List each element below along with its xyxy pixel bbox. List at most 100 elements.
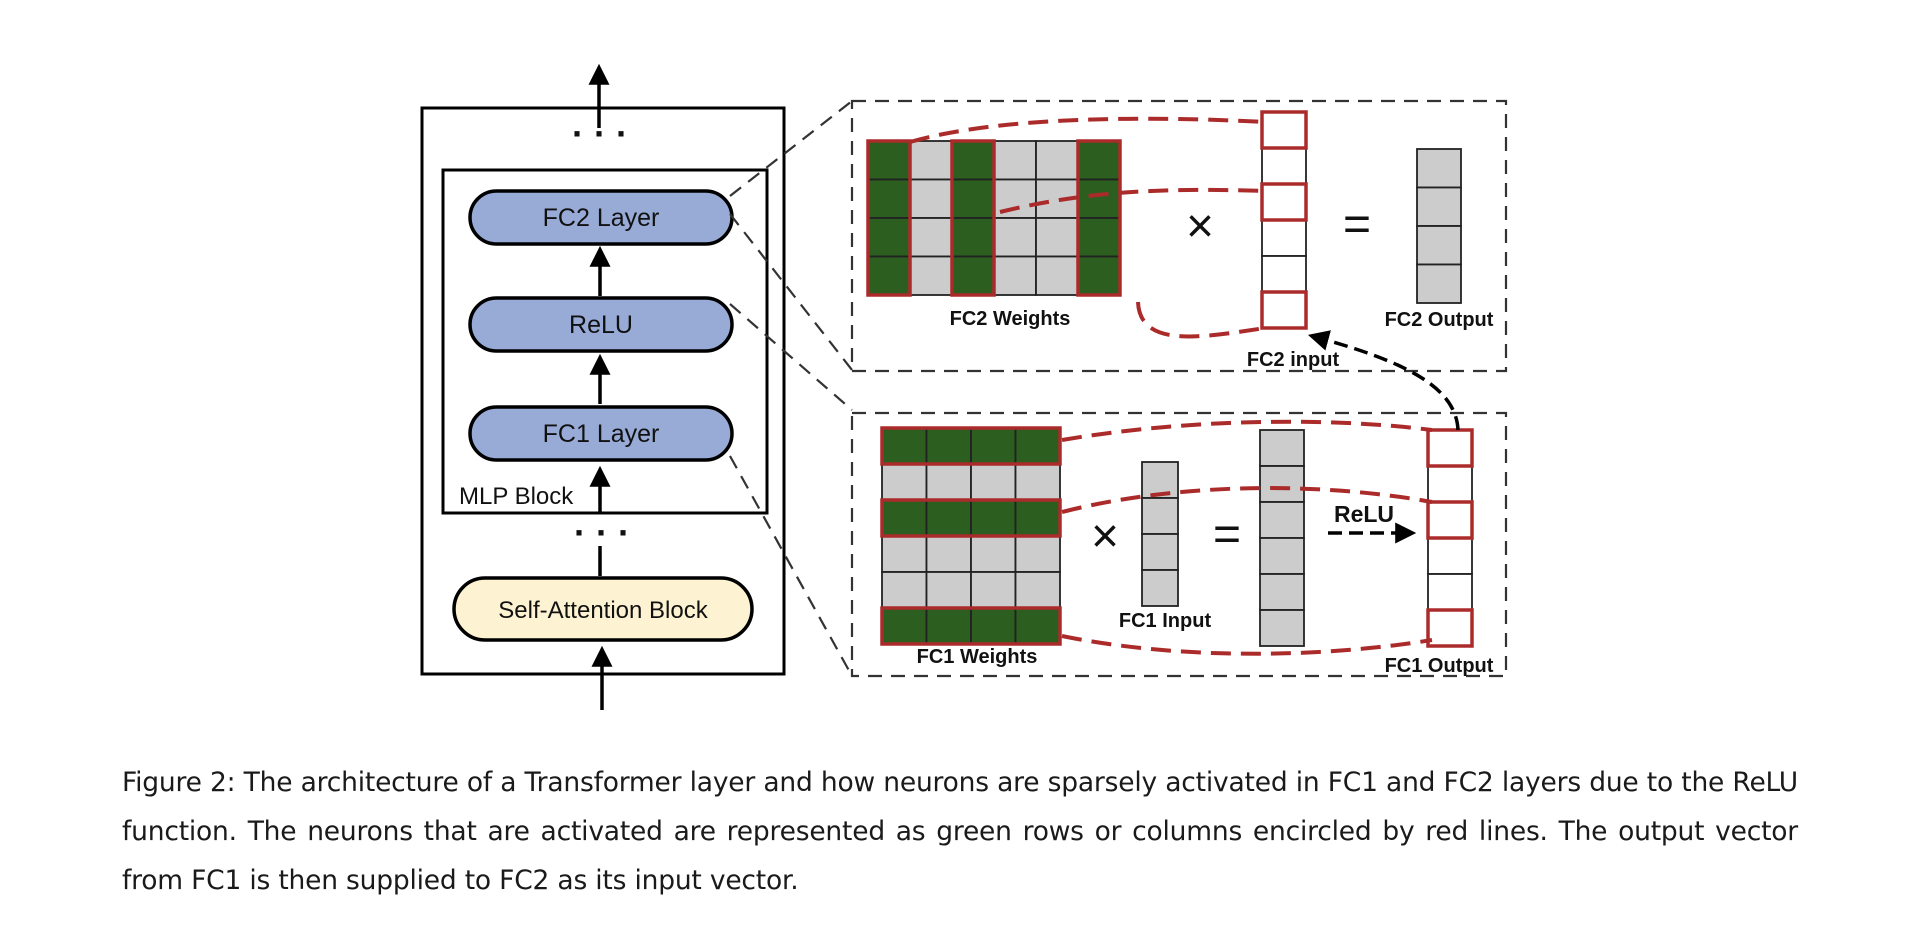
fc2-weights-matrix bbox=[866, 139, 1122, 297]
fc1-product-cell bbox=[1259, 501, 1305, 539]
fc2-weight-cell bbox=[867, 140, 911, 181]
fc1-weight-cell bbox=[970, 571, 1017, 609]
fc1-input-cell bbox=[1141, 569, 1179, 607]
fc1-weight-cell bbox=[1014, 499, 1061, 537]
fc2-input-active-cell bbox=[1260, 110, 1308, 150]
fc2-weight-cell bbox=[951, 140, 995, 181]
mlp-block-box bbox=[441, 168, 769, 515]
zoom-guides bbox=[729, 100, 853, 677]
fc2-active-column bbox=[950, 139, 996, 297]
dots-top: · · · bbox=[572, 113, 628, 154]
fc1-to-fc2-arrow bbox=[1307, 330, 1460, 431]
fc2-input-active-cell bbox=[1260, 290, 1308, 330]
fc1-output-cell bbox=[1427, 573, 1473, 611]
fc2-weight-cell bbox=[1035, 255, 1079, 296]
fc1-weight-cell bbox=[881, 499, 928, 537]
fc2-weight-cell bbox=[951, 178, 995, 219]
fc1-product-vector bbox=[1259, 429, 1305, 647]
fc2-weight-cell bbox=[1077, 140, 1121, 181]
fc2-activation-links bbox=[909, 116, 1266, 339]
fc1-weight-cell bbox=[881, 607, 928, 645]
fc2-input-cell bbox=[1261, 255, 1307, 293]
fc1-product-cell bbox=[1259, 573, 1305, 611]
fc2-input-cell bbox=[1261, 111, 1307, 149]
fc1-product-cell bbox=[1259, 465, 1305, 503]
fc1-weight-cell bbox=[970, 535, 1017, 573]
fc2-weight-cell bbox=[867, 217, 911, 258]
dots-bottom: · · · bbox=[574, 512, 630, 553]
fc2-output-cell bbox=[1416, 186, 1462, 227]
fc1-weights-label: FC1 Weights bbox=[917, 646, 1038, 668]
relu-block: ReLU bbox=[468, 296, 734, 353]
fc2-input-cell bbox=[1261, 183, 1307, 221]
fc2-output-cell bbox=[1416, 148, 1462, 189]
fc2-weight-cell bbox=[909, 255, 953, 296]
fc2-weight-cell bbox=[909, 217, 953, 258]
fc2-input-active-cell bbox=[1260, 182, 1308, 222]
fc2-weights-label: FC2 Weights bbox=[950, 308, 1071, 330]
fc1-weight-cell bbox=[881, 427, 928, 465]
fc2-weight-cell bbox=[909, 178, 953, 219]
fc2-active-column bbox=[1076, 139, 1122, 297]
fc1-weight-cell bbox=[970, 427, 1017, 465]
fc1-active-row bbox=[880, 498, 1062, 538]
fc2-weight-cell bbox=[1035, 217, 1079, 258]
fc2-output-vector bbox=[1416, 148, 1462, 304]
fc1-product-cell bbox=[1259, 537, 1305, 575]
fc1-layer-label: FC1 Layer bbox=[543, 420, 660, 448]
fc2-input-cell bbox=[1261, 219, 1307, 257]
fc1-weight-cell bbox=[925, 427, 972, 465]
fc1-weight-cell bbox=[1014, 571, 1061, 609]
fc2-panel-frame bbox=[850, 99, 1508, 373]
fc1-input-cell bbox=[1141, 533, 1179, 571]
fc1-output-cell bbox=[1427, 501, 1473, 539]
fc1-weight-cell bbox=[1014, 427, 1061, 465]
fc1-weight-cell bbox=[925, 463, 972, 501]
fc1-product-cell bbox=[1259, 609, 1305, 647]
fc1-layer-block: FC1 Layer bbox=[468, 405, 734, 462]
fc1-active-row bbox=[880, 426, 1062, 466]
fc1-times-sign: × bbox=[1091, 510, 1119, 563]
fc1-product-cell bbox=[1259, 429, 1305, 467]
fc2-weight-cell bbox=[1077, 255, 1121, 296]
figure-caption: Figure 2: The architecture of a Transfor… bbox=[122, 767, 1798, 896]
fc1-input-label: FC1 Input bbox=[1119, 610, 1212, 632]
fc1-panel: FC1 Weights × FC1 Input = ReLU FC1 Outpu… bbox=[850, 411, 1508, 678]
fc2-input-cell bbox=[1261, 147, 1307, 185]
self-attention-label: Self-Attention Block bbox=[498, 597, 708, 624]
architecture-column: · · · · · · FC2 Layer ReLU FC1 Layer MLP… bbox=[420, 63, 853, 710]
fc2-active-column bbox=[866, 139, 912, 297]
fc2-input-label: FC2 input bbox=[1247, 349, 1340, 371]
fc1-output-cell bbox=[1427, 537, 1473, 575]
fc1-input-vector bbox=[1141, 461, 1179, 607]
fc2-weight-cell bbox=[909, 140, 953, 181]
fc2-output-cell bbox=[1416, 263, 1462, 304]
fc2-weight-cell bbox=[951, 255, 995, 296]
fc1-weight-cell bbox=[925, 571, 972, 609]
fc2-output-label: FC2 Output bbox=[1385, 309, 1494, 331]
fc1-weight-cell bbox=[1014, 463, 1061, 501]
fc1-equals-sign: = bbox=[1213, 508, 1241, 561]
fc1-input-cell bbox=[1141, 497, 1179, 535]
fc2-weight-cell bbox=[1077, 217, 1121, 258]
fc2-weight-cell bbox=[867, 178, 911, 219]
fc1-weight-cell bbox=[881, 463, 928, 501]
fc1-relu-label: ReLU bbox=[1334, 501, 1394, 527]
self-attention-block: Self-Attention Block bbox=[452, 576, 754, 642]
fc1-output-active-cell bbox=[1426, 608, 1474, 648]
fc1-weight-cell bbox=[970, 463, 1017, 501]
fc2-times-sign: × bbox=[1186, 200, 1214, 253]
fc2-weight-cell bbox=[993, 217, 1037, 258]
fc2-weight-cell bbox=[1035, 140, 1079, 181]
fc1-output-cell bbox=[1427, 609, 1473, 647]
fc1-active-row bbox=[880, 606, 1062, 646]
fc1-weight-cell bbox=[970, 499, 1017, 537]
fc1-panel-frame bbox=[850, 411, 1508, 678]
fc1-weight-cell bbox=[925, 499, 972, 537]
fc2-equals-sign: = bbox=[1343, 198, 1371, 251]
fc1-output-active-cell bbox=[1426, 500, 1474, 540]
fc2-panel: FC2 Weights × FC2 input = FC2 Output bbox=[850, 99, 1508, 373]
fc1-weight-cell bbox=[881, 535, 928, 573]
mlp-block-label: MLP Block bbox=[459, 483, 574, 510]
